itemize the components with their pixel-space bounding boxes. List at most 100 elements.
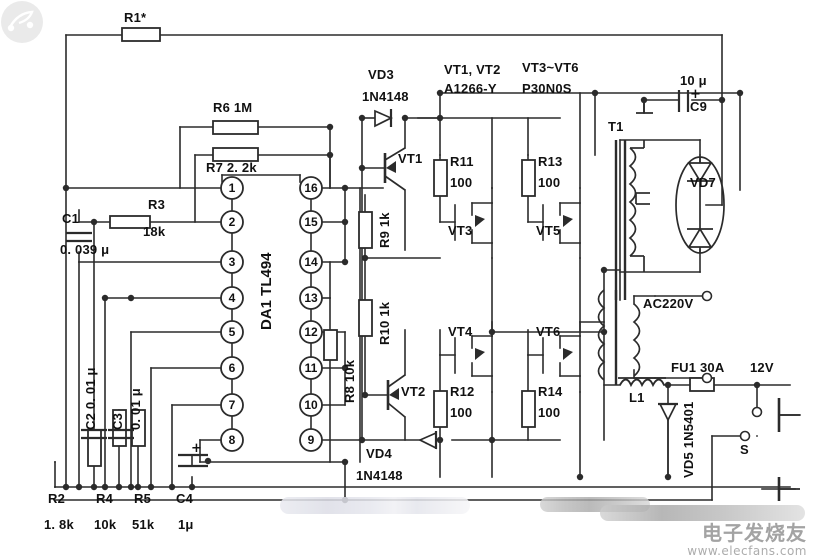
label-r7: R7 2. 2k bbox=[206, 160, 257, 175]
resistor-r12 bbox=[433, 390, 448, 428]
label-vt4: VT4 bbox=[448, 324, 473, 339]
label-r12-value: 100 bbox=[450, 405, 473, 420]
label-c2: C2 0. 01 μ bbox=[83, 367, 98, 430]
resistor-r14 bbox=[521, 390, 536, 428]
capacitor-symbols bbox=[66, 90, 690, 468]
label-c1: C1 bbox=[62, 211, 80, 226]
label-r10: R10 1k bbox=[377, 301, 392, 345]
ic-pin-circles bbox=[220, 176, 323, 452]
label-r6: R6 1M bbox=[213, 100, 253, 115]
pin-14: 14 bbox=[304, 255, 318, 269]
resistor-r7 bbox=[212, 147, 259, 162]
label-r11-value: 100 bbox=[450, 175, 473, 190]
elecfans-logo-icon bbox=[1, 1, 43, 43]
ic-pin-spines bbox=[231, 199, 312, 429]
label-l1: L1 bbox=[629, 390, 645, 405]
pin-11: 11 bbox=[304, 361, 318, 375]
pin-15: 15 bbox=[304, 215, 318, 229]
pin-13: 13 bbox=[304, 291, 318, 305]
note-vt12-line2: A1266-Y bbox=[444, 81, 497, 96]
label-vd3: VD3 bbox=[368, 67, 394, 82]
pin-8: 8 bbox=[228, 433, 236, 447]
capacitor-polarity: + + bbox=[191, 87, 701, 456]
bridge-rectifier-vd7 bbox=[675, 156, 725, 254]
label-r1: R1* bbox=[124, 10, 147, 25]
label-r5: R5 bbox=[134, 491, 152, 506]
pin-12: 12 bbox=[304, 325, 318, 339]
resistor-r11 bbox=[433, 159, 448, 197]
label-vd7: VD7 bbox=[690, 175, 716, 190]
label-r9: R9 1k bbox=[377, 212, 392, 248]
resistor-r10 bbox=[358, 299, 373, 337]
resistor-r2 bbox=[87, 429, 102, 467]
pin-3: 3 bbox=[228, 255, 236, 269]
diode-symbols bbox=[374, 109, 678, 477]
label-vt1: VT1 bbox=[398, 151, 423, 166]
label-c3: C3 bbox=[110, 412, 125, 430]
pin-2: 2 bbox=[228, 215, 236, 229]
resistor-r1 bbox=[121, 27, 161, 42]
resistor-r8 bbox=[323, 329, 338, 361]
label-vd5: VD5 1N5401 bbox=[681, 401, 696, 478]
junction-dots bbox=[62, 89, 761, 504]
label-r4-value: 10k bbox=[94, 517, 117, 532]
note-vt36-line2: P30N0S bbox=[522, 81, 572, 96]
watermark-brand: 电子发烧友 www.elecfans.com bbox=[687, 517, 807, 558]
label-r2-value: 1. 8k bbox=[44, 517, 74, 532]
ac-output-terminals bbox=[701, 290, 713, 384]
pin-7: 7 bbox=[228, 398, 236, 412]
watermark-url: www.elecfans.com bbox=[687, 544, 807, 558]
resistor-r5 bbox=[131, 409, 146, 447]
label-c9: C9 bbox=[690, 99, 708, 114]
label-c4: C4 bbox=[176, 491, 194, 506]
label-vd4: VD4 bbox=[366, 446, 392, 461]
svg-text:+: + bbox=[690, 87, 701, 102]
pin-5: 5 bbox=[228, 325, 236, 339]
label-r14: R14 bbox=[538, 384, 563, 399]
pin-10: 10 bbox=[304, 398, 318, 412]
label-r13-value: 100 bbox=[538, 175, 561, 190]
svg-text:+: + bbox=[191, 441, 202, 456]
label-s: S bbox=[740, 442, 749, 457]
pin-6: 6 bbox=[228, 361, 236, 375]
pin-9: 9 bbox=[307, 433, 315, 447]
pin-16: 16 bbox=[304, 181, 318, 195]
label-c9-value: 10 μ bbox=[680, 73, 707, 88]
label-vt5: VT5 bbox=[536, 223, 561, 238]
watermark-cn: 电子发烧友 bbox=[702, 521, 807, 545]
label-vd4-part: 1N4148 bbox=[356, 468, 403, 483]
label-r11: R11 bbox=[450, 154, 474, 169]
label-r2: R2 bbox=[48, 491, 66, 506]
label-vd3-part: 1N4148 bbox=[362, 89, 409, 104]
label-r3: R3 bbox=[148, 197, 166, 212]
resistor-r6 bbox=[212, 120, 259, 135]
label-r14-value: 100 bbox=[538, 405, 561, 420]
pin-4: 4 bbox=[228, 291, 236, 305]
label-ac220v: AC220V bbox=[643, 296, 694, 311]
pin-1: 1 bbox=[228, 181, 236, 195]
label-r8: R8 10k bbox=[342, 359, 357, 403]
note-vt12-line1: VT1, VT2 bbox=[444, 62, 501, 77]
label-r13: R13 bbox=[538, 154, 563, 169]
transformer-t1 bbox=[597, 140, 666, 388]
label-vt3: VT3 bbox=[448, 223, 473, 238]
resistor-r3 bbox=[109, 215, 151, 229]
label-r5-value: 51k bbox=[132, 517, 155, 532]
resistor-bodies bbox=[87, 27, 715, 467]
label-t1: T1 bbox=[608, 119, 624, 134]
label-fu1: FU1 30A bbox=[671, 360, 725, 375]
label-r4: R4 bbox=[96, 491, 114, 506]
label-vt2: VT2 bbox=[401, 384, 426, 399]
resistor-r13 bbox=[521, 159, 536, 197]
label-r3-value: 18k bbox=[143, 224, 166, 239]
label-c3-value: 0. 01 μ bbox=[128, 388, 143, 430]
label-vt6: VT6 bbox=[536, 324, 561, 339]
label-c4-value: 1μ bbox=[178, 517, 194, 532]
bjt-symbols bbox=[383, 147, 406, 418]
mosfet-arrows bbox=[475, 215, 573, 360]
note-vt36-line1: VT3~VT6 bbox=[522, 60, 579, 75]
switch-s[interactable] bbox=[739, 398, 801, 501]
label-r12: R12 bbox=[450, 384, 475, 399]
